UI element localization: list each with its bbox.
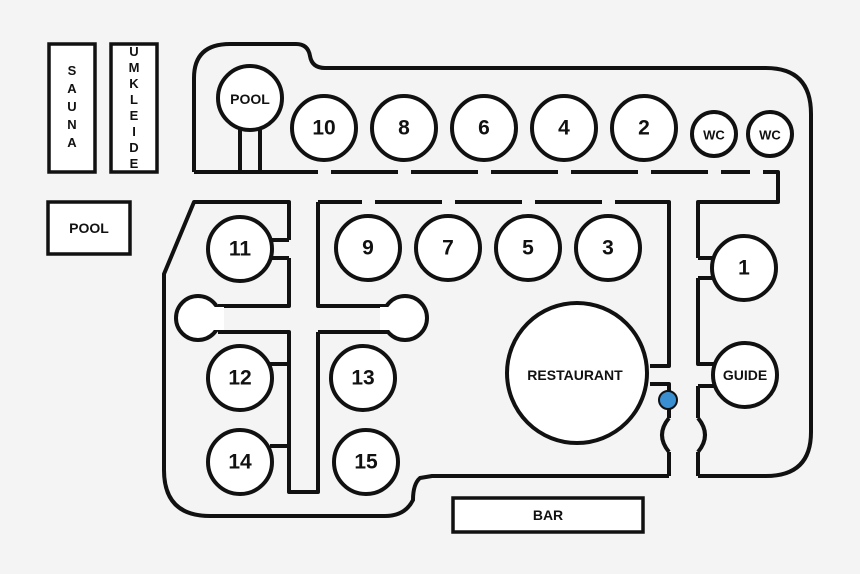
room-8[interactable]: 8 [370, 94, 438, 162]
room-14-number: 14 [228, 451, 252, 474]
sauna-building[interactable]: SAUNA [47, 42, 97, 174]
umkleide-label: UMKLEIDE [127, 44, 142, 172]
wc-right[interactable]: WC [746, 110, 794, 158]
room-1-number: 1 [738, 257, 750, 280]
room-7-number: 7 [442, 237, 454, 260]
room-7[interactable]: 7 [414, 214, 482, 282]
top-corridor-wall [194, 122, 780, 258]
you-are-here-marker [658, 390, 678, 410]
passage-arc-right [696, 416, 707, 454]
room-8-number: 8 [398, 117, 410, 140]
wc-right-label: WC [759, 128, 781, 143]
room-6-number: 6 [478, 117, 490, 140]
outer-pool-building[interactable]: POOL [46, 200, 132, 256]
inner-pool-label: POOL [230, 91, 270, 107]
room-4[interactable]: 4 [530, 94, 598, 162]
outer-wall-bottom [162, 200, 669, 518]
outer-wall [192, 42, 813, 478]
room-12[interactable]: 12 [206, 344, 274, 412]
guide-label: GUIDE [723, 367, 767, 383]
room-10[interactable]: 10 [290, 94, 358, 162]
center-corridor-wall [316, 202, 392, 456]
wc-left[interactable]: WC [690, 110, 738, 158]
room-15-number: 15 [354, 451, 378, 474]
room-4-number: 4 [558, 117, 570, 140]
restaurant-label: RESTAURANT [527, 367, 623, 383]
umkleide-building[interactable]: UMKLEIDE [109, 42, 159, 174]
bar-building[interactable]: BAR [451, 496, 645, 534]
room-13[interactable]: 13 [329, 344, 397, 412]
passage-arc-left [660, 416, 671, 454]
room-1[interactable]: 1 [710, 234, 778, 302]
outer-pool-label: POOL [69, 220, 109, 236]
wc-left-label: WC [703, 128, 725, 143]
room-13-number: 13 [351, 367, 374, 390]
second-row-wall [318, 200, 671, 368]
room-11-number: 11 [229, 238, 252, 261]
room-6[interactable]: 6 [450, 94, 518, 162]
left-wing-wall [218, 238, 320, 494]
bar-label: BAR [533, 507, 563, 523]
room-12-number: 12 [228, 367, 251, 390]
guide[interactable]: GUIDE [711, 341, 779, 409]
room-10-number: 10 [312, 117, 335, 140]
room-3-number: 3 [602, 237, 614, 260]
room-11[interactable]: 11 [206, 215, 274, 283]
sauna-label: SAUNA [65, 63, 80, 153]
inner-pool[interactable]: POOL [216, 64, 284, 132]
room-2-number: 2 [638, 117, 650, 140]
room-3[interactable]: 3 [574, 214, 642, 282]
restaurant[interactable]: RESTAURANT [505, 301, 649, 445]
room-14[interactable]: 14 [206, 428, 274, 496]
room-5-number: 5 [522, 237, 534, 260]
room-9[interactable]: 9 [334, 214, 402, 282]
room-5[interactable]: 5 [494, 214, 562, 282]
room-2[interactable]: 2 [610, 94, 678, 162]
room-9-number: 9 [362, 237, 374, 260]
right-wing-wall [650, 256, 714, 476]
room-15[interactable]: 15 [332, 428, 400, 496]
